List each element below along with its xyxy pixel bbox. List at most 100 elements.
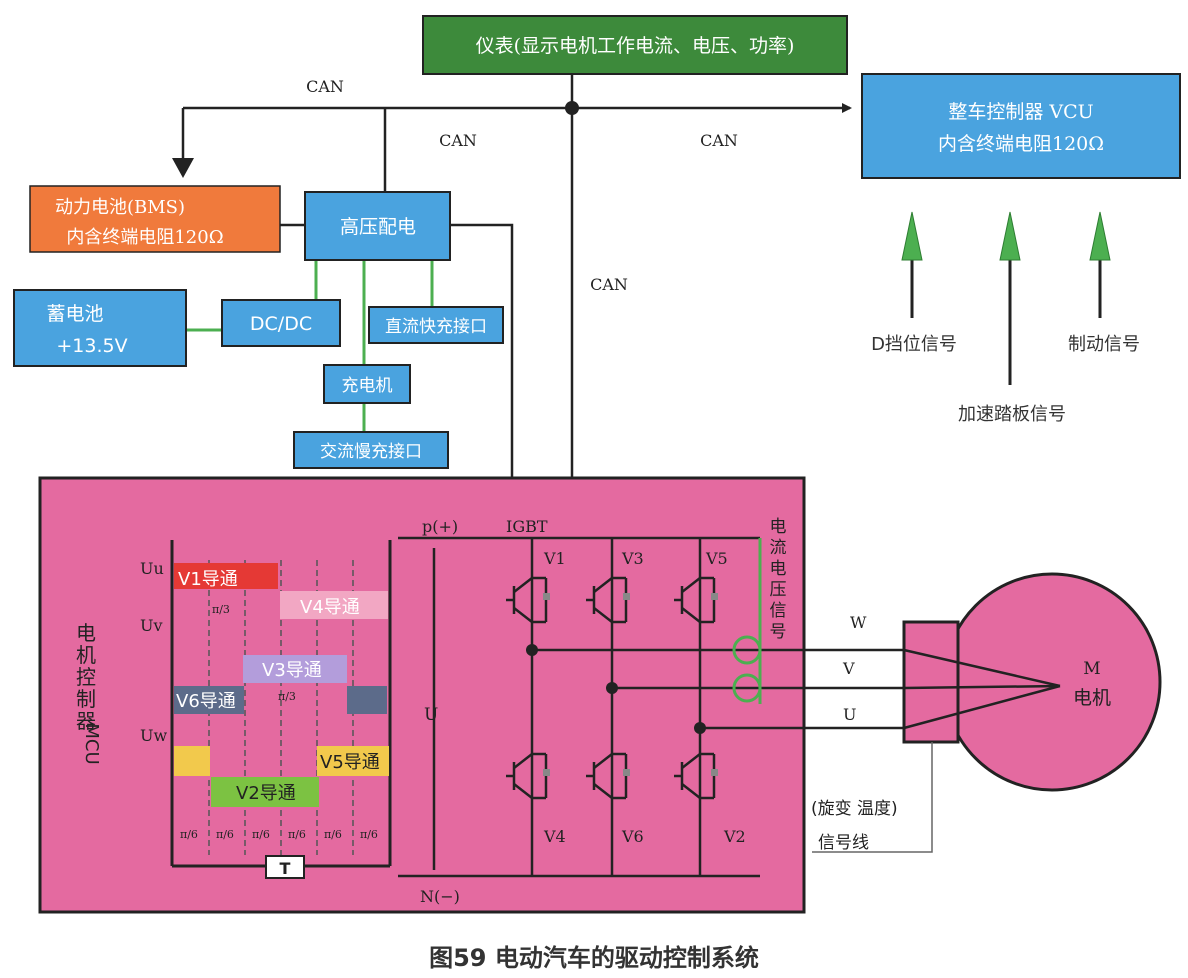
svg-text:机: 机 bbox=[76, 643, 96, 667]
can-junction-dot bbox=[565, 101, 579, 115]
mcu-box bbox=[38, 476, 806, 914]
v5-label: V5 bbox=[705, 549, 728, 568]
u-bus-label: U bbox=[424, 705, 438, 725]
uv-label: Uv bbox=[140, 616, 163, 635]
hv-distribution-label: 高压配电 bbox=[340, 216, 416, 238]
phase-v-label: V bbox=[842, 659, 855, 678]
v2-label: V2 bbox=[723, 827, 746, 846]
svg-text:制: 制 bbox=[76, 687, 96, 711]
v6-label: V6 bbox=[621, 827, 644, 846]
svg-text:压: 压 bbox=[770, 580, 787, 600]
meter-box bbox=[422, 15, 848, 75]
pi6-label: π/6 bbox=[216, 828, 234, 841]
v6-on-bar bbox=[174, 686, 244, 714]
v1-on-label: V1导通 bbox=[178, 569, 238, 590]
svg-text:电: 电 bbox=[770, 559, 787, 579]
svg-text:控: 控 bbox=[76, 665, 96, 689]
svg-text:电: 电 bbox=[76, 621, 96, 645]
v2-on-label: V2导通 bbox=[236, 783, 296, 804]
pi3-label-a: π/3 bbox=[212, 603, 230, 616]
v3-on-bar bbox=[243, 655, 347, 683]
v4-on-bar bbox=[280, 591, 388, 619]
battery-box bbox=[13, 289, 187, 367]
figure-caption: 图59 电动汽车的驱动控制系统 bbox=[429, 944, 759, 972]
v2-on-bar bbox=[211, 777, 319, 807]
uu-label: Uu bbox=[140, 559, 164, 578]
charger-box bbox=[323, 364, 411, 404]
svg-text:号: 号 bbox=[770, 622, 787, 642]
vcu-label-line1: 整车控制器 VCU bbox=[948, 101, 1093, 123]
v1-label: V1 bbox=[543, 549, 566, 568]
period-label: T bbox=[280, 859, 291, 878]
charger-label: 充电机 bbox=[342, 376, 393, 396]
motor-circle bbox=[942, 572, 1162, 792]
v3-on-label: V3导通 bbox=[262, 660, 322, 681]
current-sensors bbox=[732, 538, 762, 704]
motor-m-label: M bbox=[1083, 659, 1100, 679]
brake-label: 制动信号 bbox=[1068, 334, 1140, 355]
d-gear-arrow-icon bbox=[901, 211, 923, 261]
resolver-signal-wire bbox=[812, 742, 933, 853]
v1-on-bar bbox=[174, 563, 278, 589]
mcu-title: 电 机 控 制 器 MCU bbox=[76, 621, 102, 765]
v6-on-bar-b bbox=[347, 686, 387, 714]
dc-fast-charge-box bbox=[368, 306, 504, 344]
pi6-label: π/6 bbox=[360, 828, 378, 841]
phase-node-w bbox=[526, 644, 538, 656]
p-plus-label: p(+) bbox=[422, 517, 458, 536]
brake-arrow-icon bbox=[1089, 211, 1111, 261]
svg-text:电: 电 bbox=[770, 517, 787, 537]
motor-name-label: 电机 bbox=[1073, 687, 1111, 709]
resolver-label-line2: 信号线 bbox=[818, 833, 869, 853]
d-gear-label: D挡位信号 bbox=[871, 334, 957, 355]
pi6-label: π/6 bbox=[252, 828, 270, 841]
pi6-label: π/6 bbox=[180, 828, 198, 841]
battery-label-line2: +13.5V bbox=[56, 335, 127, 357]
v3-label: V3 bbox=[621, 549, 644, 568]
ac-slow-charge-box bbox=[293, 431, 449, 469]
uw-label: Uw bbox=[140, 726, 167, 745]
svg-text:MCU: MCU bbox=[81, 723, 102, 764]
vcu-label-line2: 内含终端电阻120Ω bbox=[938, 133, 1104, 155]
pi3-label-b: π/3 bbox=[278, 690, 296, 703]
bms-label-line2: 内含终端电阻120Ω bbox=[66, 227, 223, 248]
period-box bbox=[265, 855, 305, 879]
phase-u-label: U bbox=[843, 705, 856, 724]
motor-terminal-box bbox=[902, 620, 960, 744]
ac-slow-charge-label: 交流慢充接口 bbox=[320, 441, 422, 462]
battery-label-line1: 蓄电池 bbox=[46, 303, 103, 325]
igbt-icon bbox=[506, 576, 718, 800]
can-label-top: CAN bbox=[306, 77, 344, 96]
can-bus-wiring bbox=[181, 74, 852, 478]
phase-node-u bbox=[694, 722, 706, 734]
bms-label-line1: 动力电池(BMS) bbox=[55, 197, 185, 218]
bms-box bbox=[29, 185, 281, 253]
dcdc-box bbox=[221, 299, 341, 347]
accel-label: 加速踏板信号 bbox=[958, 404, 1066, 425]
vcu-box bbox=[861, 73, 1181, 179]
dc-fast-charge-label: 直流快充接口 bbox=[385, 317, 487, 337]
svg-text:信: 信 bbox=[770, 601, 787, 621]
v5-on-label: V5导通 bbox=[320, 752, 380, 773]
v6-on-label: V6导通 bbox=[176, 691, 236, 712]
accel-arrow-icon bbox=[999, 211, 1021, 261]
phase-w-label: W bbox=[850, 613, 867, 632]
timing-diagram: V1导通 V4导通 V3导通 V6导通 V5导通 V2导通 Uu Uv Uw π… bbox=[140, 540, 392, 879]
v4-on-label: V4导通 bbox=[300, 597, 360, 618]
can-label-right: CAN bbox=[700, 131, 738, 150]
bms-arrow-icon bbox=[172, 158, 194, 178]
v5-on-bar bbox=[317, 746, 389, 776]
igbt-label: IGBT bbox=[506, 517, 548, 536]
phase-node-v bbox=[606, 682, 618, 694]
power-wiring bbox=[186, 260, 434, 432]
igbt-inverter bbox=[398, 536, 904, 878]
n-minus-label: N(−) bbox=[420, 887, 460, 906]
motor-windings bbox=[903, 648, 1061, 730]
svg-text:器: 器 bbox=[76, 709, 96, 733]
current-signal-label: 电 流 电 压 信 号 bbox=[770, 517, 787, 642]
pi6-label: π/6 bbox=[288, 828, 306, 841]
meter-label: 仪表(显示电机工作电流、电压、功率) bbox=[476, 35, 795, 57]
dcdc-label: DC/DC bbox=[250, 313, 312, 335]
resolver-label-line1: (旋变 温度) bbox=[811, 799, 898, 819]
